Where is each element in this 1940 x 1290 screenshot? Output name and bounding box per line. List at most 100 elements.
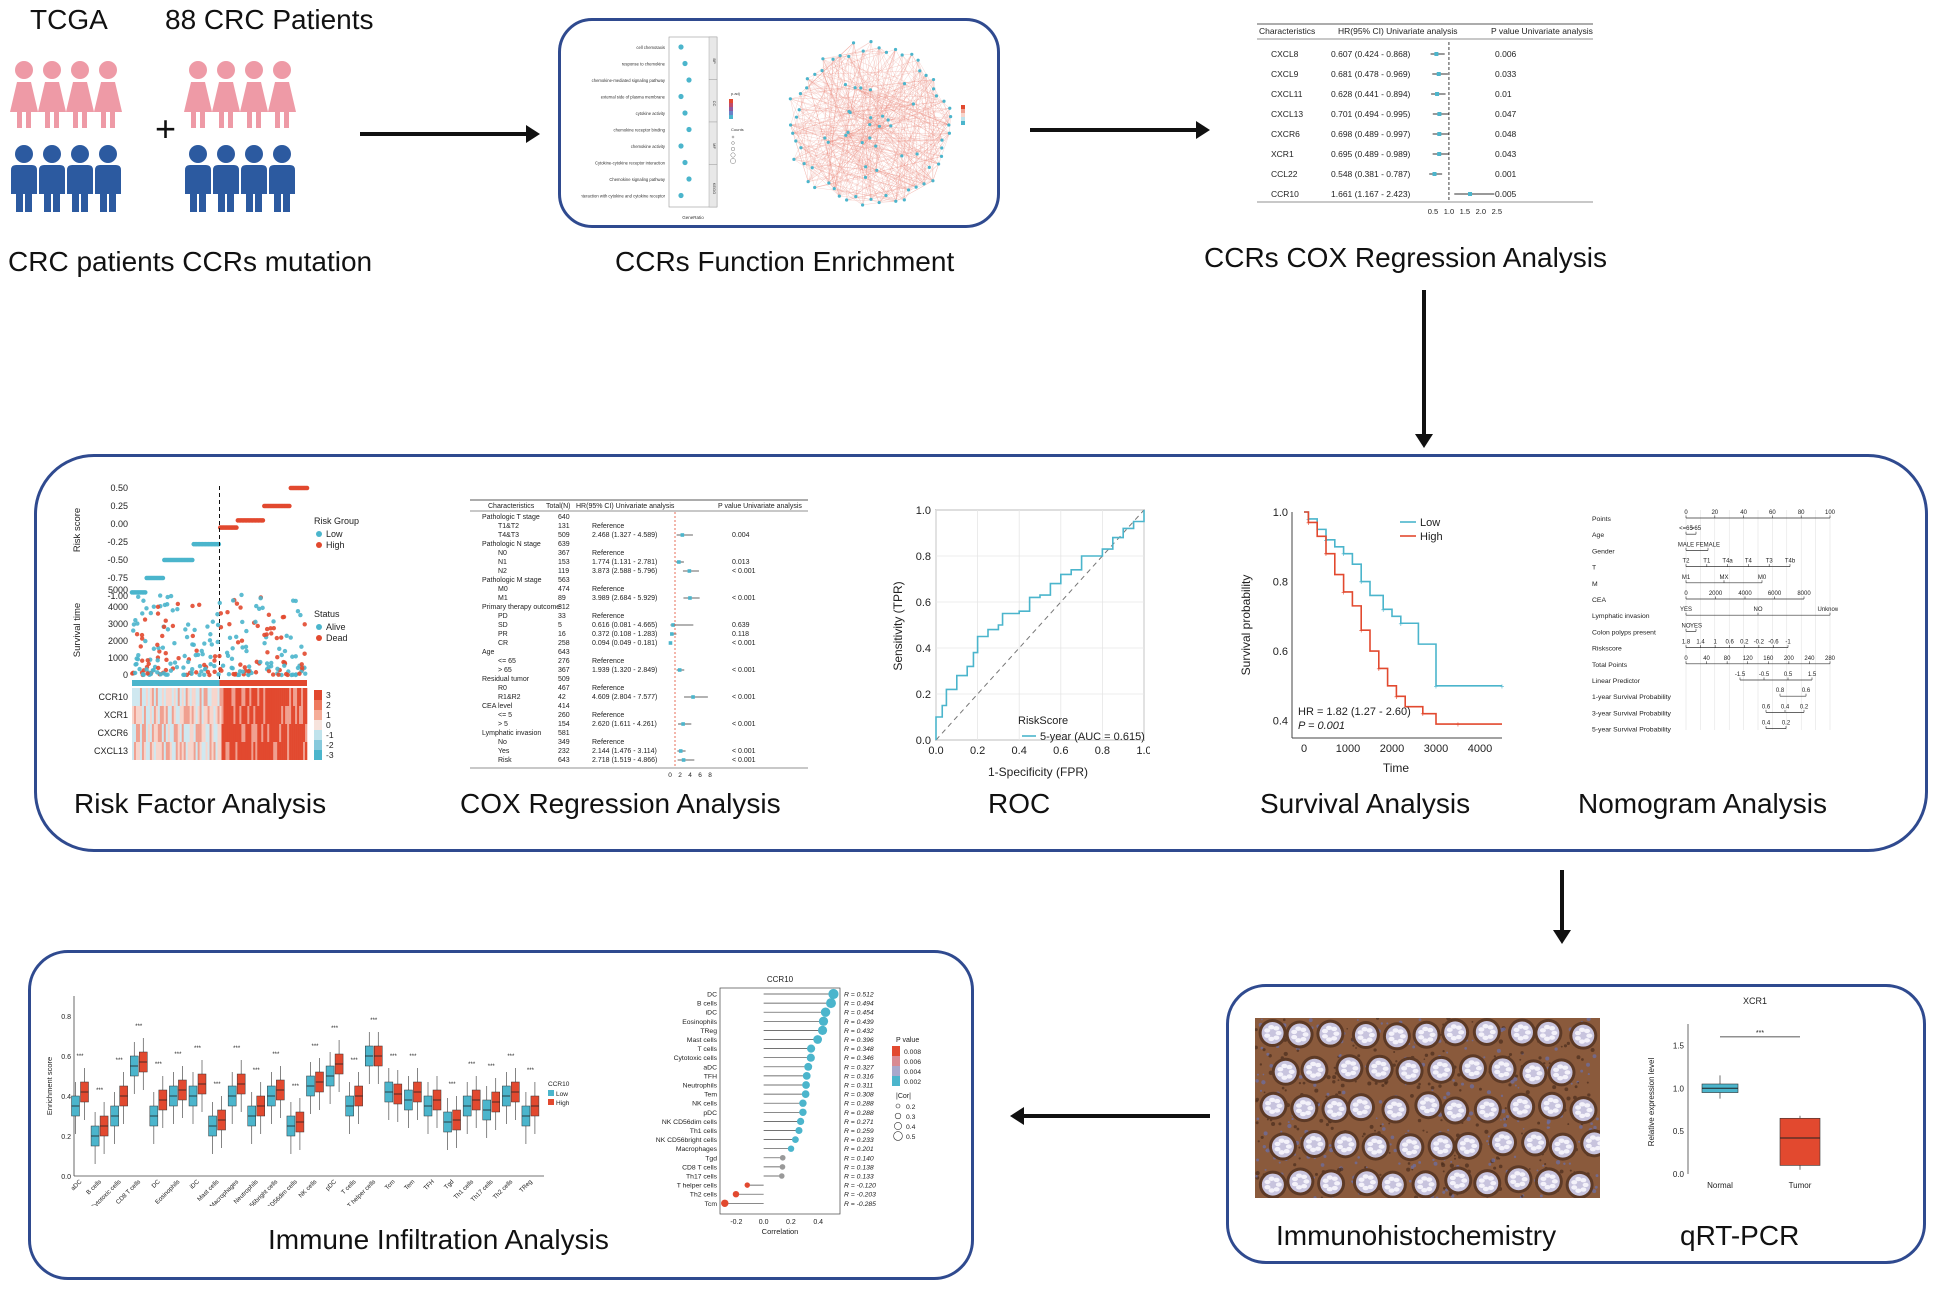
cox-row-n: 153 [558,559,570,566]
network-edge [799,103,914,110]
network-edge [828,142,918,155]
ihc-goblet [1310,1147,1317,1153]
survival-point [212,654,218,659]
cox-row-label: SD [498,622,508,629]
ihc-goblet [1299,1100,1306,1105]
ihc-goblet [1357,1030,1364,1035]
nomo-tick-label: YES [1690,623,1702,629]
lolli-xtick: -0.2 [730,1219,742,1226]
lolli-dot [744,1182,750,1188]
network-edge [929,95,937,168]
survival-point [260,605,265,611]
person-leg [73,110,78,128]
lolli-r: R = 0.308 [844,1092,874,1099]
survival-point [295,609,301,614]
survival-point [262,632,267,638]
cox-row-n: 581 [558,730,570,737]
ihc-nucleus [1313,1196,1317,1198]
survival-point [229,665,234,670]
survival-point [189,670,194,675]
heatmap-cell [137,742,141,760]
heatmap-cell [277,742,280,760]
surv-legend-low: Low [1420,517,1440,529]
person-leg [274,192,281,212]
ihc-goblet [1552,1098,1559,1104]
ihc-goblet [1317,1067,1324,1072]
nomo-tick-label: -0.2 [1754,640,1765,646]
heatmap-cell [239,742,242,760]
survival-point [208,654,213,660]
network-edge [904,116,951,200]
heatmap-cell [241,742,244,760]
heatmap-cell [225,706,228,724]
ihc-goblet [1563,1139,1570,1145]
network-edge [895,155,903,202]
heatmap-cell [249,688,252,706]
network-node [798,91,803,96]
heatmap-cell [215,706,218,724]
network-node [886,118,890,122]
network-edge [828,142,835,189]
ihc-goblet [1397,1038,1404,1044]
ihc-goblet [1362,1185,1369,1191]
network-node [868,136,872,140]
heatmap-cell [265,724,268,742]
heatmap-cell [251,688,254,706]
ihc-nucleus [1486,1090,1492,1095]
nomo-tick-label: -1.5 [1735,672,1746,678]
heatmap-cell [267,724,270,742]
heatmap-cell [209,706,212,724]
survival-point [239,638,245,643]
cox-row-label: > 5 [498,721,508,728]
ihc-goblet [1584,1112,1591,1118]
ihc-nucleus [1586,1081,1589,1084]
padj-swatch [729,99,733,103]
ihc-goblet [1302,1032,1309,1037]
row-hr: 0.701 (0.494 - 0.995) [1331,109,1411,119]
network-edge [870,117,949,126]
ihc-goblet [1322,1178,1329,1183]
survival-point [229,656,235,662]
ihc-goblet [1442,1148,1449,1154]
heatmap-cell [143,688,147,706]
lolli-cell: TReg [700,1028,717,1035]
ihc-nucleus [1446,1091,1451,1096]
cox-row-n: 349 [558,739,570,746]
survival-point [183,627,188,632]
facet-label: MF [712,143,717,149]
ihc-goblet [1510,1174,1517,1179]
network-edge [865,166,880,203]
nomo-row-label: 3-year Survival Probability [1592,710,1672,717]
heatmap-cell [167,742,171,760]
survival-point [208,662,213,667]
ihc-goblet [1522,1034,1529,1040]
ihc-nucleus [1566,1096,1571,1101]
network-edge [869,89,871,138]
network-node [860,203,865,207]
network-edge [822,58,850,112]
network-edge [793,111,850,160]
survival-point [155,604,161,609]
survival-point [238,605,243,610]
heatmap-cell [163,688,167,706]
cox-row-n: 33 [558,613,566,620]
survival-point [160,645,166,650]
nomo-tick-label: 0 [1684,591,1688,597]
heatmap-cell [151,742,155,760]
heatmap-cell [305,688,308,706]
immune-xtick: NK cells [297,1178,318,1199]
score-tick: -0.50 [107,555,128,565]
ihc-nucleus [1296,1127,1300,1131]
cox-row-p: < 0.001 [732,757,756,764]
cox-row-n: 276 [558,658,570,665]
network-edge [824,137,863,206]
ihc-goblet [1455,1103,1462,1109]
network-edge [814,137,870,188]
group-bar-low [132,680,220,686]
ihc-goblet [1283,1149,1290,1154]
lolli-cell: T helper cells [677,1183,718,1190]
network-node [805,86,809,90]
heatmap-cell [289,688,292,706]
roc-diagonal [935,509,1145,741]
ihc-nucleus [1568,1162,1571,1165]
